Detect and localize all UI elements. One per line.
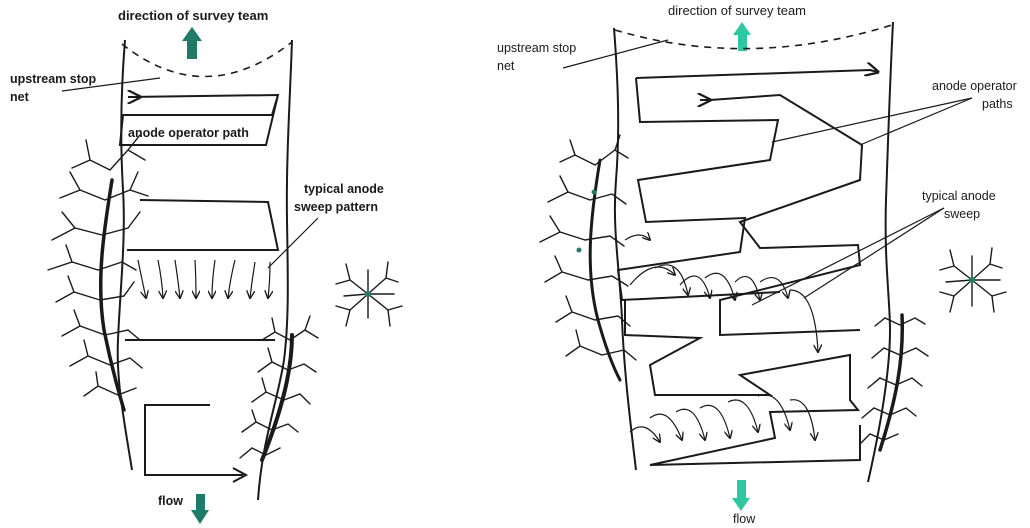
- left-flow-arrow-icon: [191, 494, 209, 524]
- right-diagram: direction of survey team upstream stop n…: [497, 3, 1017, 526]
- right-sweep-leader-2: [752, 208, 944, 305]
- left-operator-path-mid: [127, 200, 278, 250]
- right-sweep-label-line1: typical anode: [922, 189, 996, 203]
- right-stop-net: [615, 24, 895, 49]
- left-isolated-bush: [336, 262, 402, 326]
- right-path-leader-1: [772, 98, 972, 142]
- right-isolated-bush: [940, 248, 1006, 312]
- right-east-vegetation: [860, 315, 928, 450]
- left-flow-label: flow: [158, 494, 183, 508]
- right-bank-west: [614, 28, 636, 470]
- left-stop-net: [122, 42, 292, 77]
- left-sweep-label-line1: typical anode: [304, 182, 384, 196]
- left-net-label-line2: net: [10, 90, 30, 104]
- right-west-vegetation: [540, 135, 636, 380]
- right-path-leader-2: [860, 98, 972, 145]
- left-diagram: direction of survey team upstream stop n…: [10, 8, 402, 524]
- right-flow-arrow-icon: [732, 480, 750, 511]
- right-sweep-label-line2: sweep: [944, 207, 980, 221]
- left-direction-arrow-icon: [182, 27, 202, 59]
- left-sweep-leader: [268, 218, 318, 268]
- right-direction-label: direction of survey team: [668, 3, 806, 18]
- right-operator-path-east: [710, 95, 862, 335]
- right-flow-label: flow: [733, 512, 756, 526]
- left-operator-path-bottom: [145, 405, 243, 475]
- right-path-label-line2: paths: [982, 97, 1013, 111]
- left-path-label: anode operator path: [128, 126, 249, 140]
- right-operator-path-west: [618, 78, 780, 300]
- left-net-label-line1: upstream stop: [10, 72, 96, 86]
- right-path-label-line1: anode operator: [932, 79, 1017, 93]
- right-direction-arrow-icon: [733, 22, 751, 51]
- left-direction-label: direction of survey team: [118, 8, 268, 23]
- left-bank-west: [118, 40, 132, 470]
- left-west-vegetation: [48, 135, 148, 410]
- right-sweep-leader-1: [804, 208, 944, 298]
- right-net-label-line1: upstream stop: [497, 41, 576, 55]
- right-operator-path-lower: [625, 300, 860, 465]
- left-sweep-arrows: [138, 260, 270, 298]
- left-sweep-label-line2: sweep pattern: [294, 200, 378, 214]
- right-net-label-line2: net: [497, 59, 515, 73]
- right-path-top-arrow: [636, 70, 878, 78]
